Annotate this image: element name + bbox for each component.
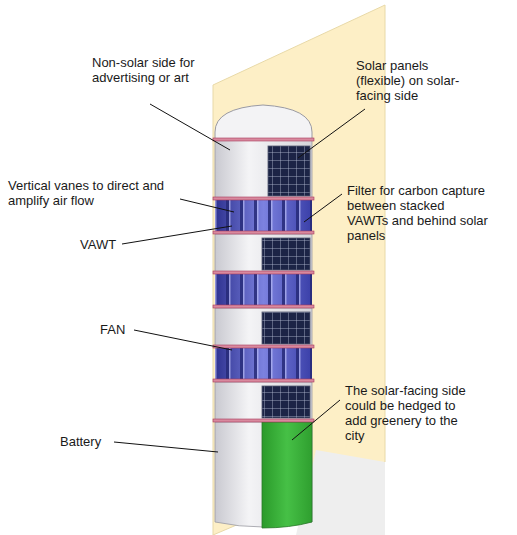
filter-ring [213,271,314,274]
tower-band [215,234,312,272]
vertical-vanes [215,274,312,306]
solar-panel [262,238,310,270]
filter-ring [213,197,314,200]
filter-ring [213,305,314,308]
callout-label: Solar panels (flexible) on solar-facing … [356,58,478,103]
callout-label: Non-solar side for advertising or art [92,55,200,85]
vertical-vanes [215,348,312,380]
leader-line [298,109,365,158]
filter-ring [213,231,314,234]
tower-band [215,382,312,420]
leader-line [180,199,234,212]
leader-lines [114,104,365,452]
hedge [262,422,312,528]
solar-panel [262,312,310,344]
callout-label: VAWT [80,237,120,252]
leader-line [292,400,340,440]
leader-line [304,194,342,222]
leader-line [134,330,232,350]
battery-section [215,422,312,527]
top-cap [215,105,312,140]
tower-band [215,140,312,198]
callout-label: The solar-facing side could be hedged to… [345,383,467,443]
vawt-section [215,274,312,306]
callout-label: FAN [100,322,132,337]
vertical-vanes [215,200,312,232]
leader-line [122,226,232,244]
vawt-section [215,200,312,232]
callout-label: Vertical vanes to direct and amplify air… [8,178,173,208]
vawt-section [215,348,312,380]
filter-ring [213,345,314,348]
leader-line [114,442,218,452]
filter-rings [213,138,314,422]
filter-ring [213,419,314,422]
filter-ring [213,138,314,141]
solar-panel [262,386,310,418]
tower-band [215,308,312,346]
leader-line [150,104,230,150]
filter-ring [213,379,314,382]
callout-label: Filter for carbon capture between stacke… [347,183,489,243]
callout-label: Battery [60,434,112,449]
